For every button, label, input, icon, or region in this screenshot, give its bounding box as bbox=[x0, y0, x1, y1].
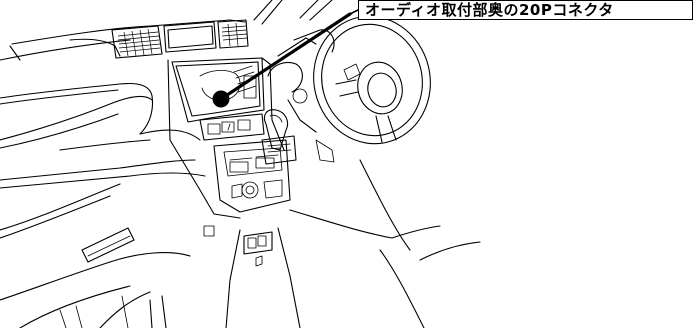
right-floor-lines bbox=[289, 159, 481, 329]
glovebox-handle bbox=[81, 227, 135, 263]
left-dash-contours bbox=[0, 82, 206, 239]
center-vents bbox=[111, 19, 249, 59]
steering-wheel bbox=[313, 15, 431, 145]
column-stalks bbox=[253, 0, 333, 25]
connector-callout-box: オーディオ取付部奥の20Pコネクタ bbox=[358, 0, 693, 20]
switch-bank bbox=[199, 113, 265, 141]
lower-trim bbox=[0, 252, 191, 329]
audio-mounting-panel bbox=[167, 57, 285, 219]
steering-column bbox=[267, 29, 335, 163]
climate-panel bbox=[213, 139, 291, 213]
shift-lever bbox=[261, 109, 297, 165]
lower-console-switches bbox=[203, 225, 301, 329]
connector-callout-leader bbox=[212, 7, 363, 108]
dash-top-panel bbox=[0, 19, 246, 61]
connector-callout-label: オーディオ取付部奥の20Pコネクタ bbox=[365, 0, 614, 19]
